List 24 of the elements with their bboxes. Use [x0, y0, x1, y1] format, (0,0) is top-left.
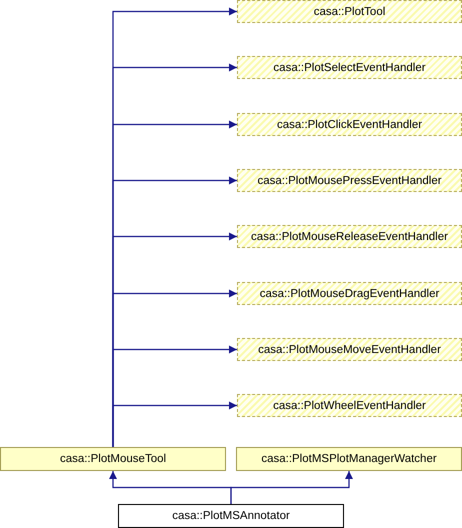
class-name: casa::PlotMouseReleaseEventHandler — [251, 230, 448, 242]
class-box — [237, 394, 462, 417]
class-name: casa::PlotMouseDragEventHandler — [260, 288, 440, 300]
class-box — [237, 0, 462, 23]
class-box — [237, 113, 462, 136]
class-box — [236, 447, 462, 471]
class-name: casa::PlotMouseMoveEventHandler — [258, 344, 441, 356]
class-box — [237, 169, 462, 192]
class-name: casa::PlotSelectEventHandler — [273, 62, 426, 74]
class-box — [237, 225, 462, 248]
class-box — [237, 282, 462, 305]
class-name: casa::PlotClickEventHandler — [276, 118, 422, 130]
class-name: casa::PlotWheelEventHandler — [273, 400, 426, 412]
class-name: casa::PlotTool — [314, 6, 386, 18]
inheritance-arrow — [112, 402, 237, 447]
class-box — [118, 504, 344, 528]
class-box — [237, 56, 462, 79]
class-name: casa::PlotMousePressEventHandler — [257, 174, 442, 186]
class-box — [0, 447, 226, 471]
class-name: casa::PlotMouseTool — [60, 453, 166, 465]
class-name: casa::PlotMSPlotManagerWatcher — [261, 453, 437, 465]
inheritance-arrow — [230, 471, 353, 504]
class-box — [237, 338, 462, 361]
class-name: casa::PlotMSAnnotator — [172, 510, 290, 522]
